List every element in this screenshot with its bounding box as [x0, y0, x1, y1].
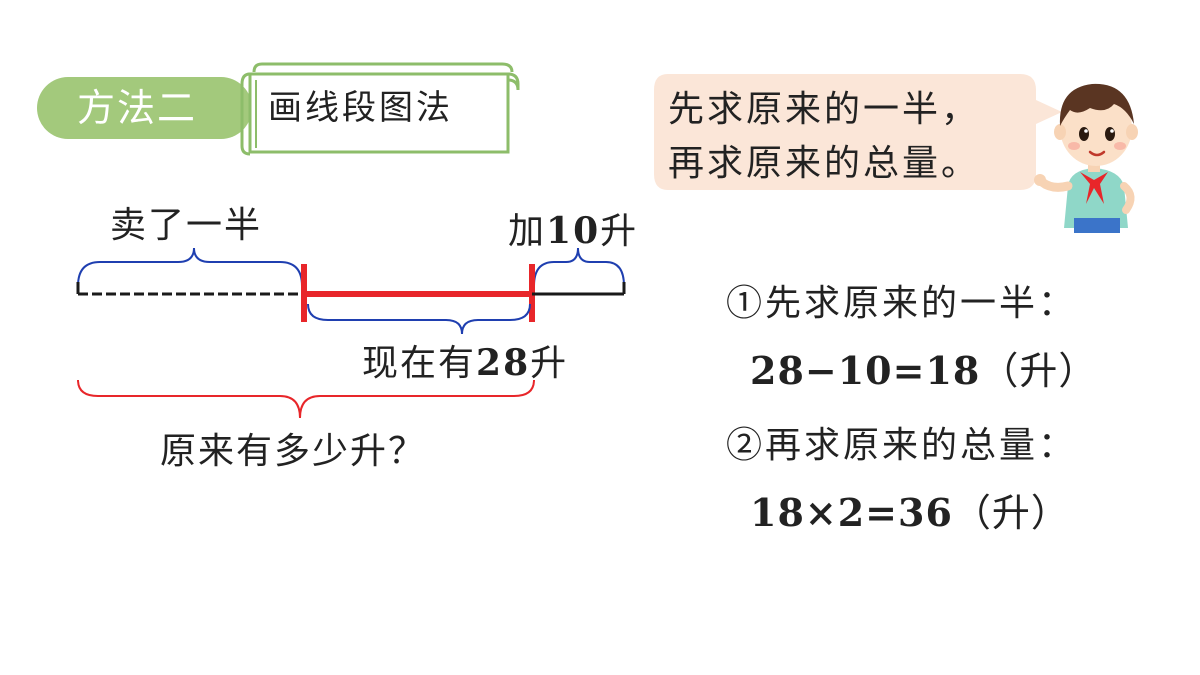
step-1-calculation: 28−10=18（升）: [750, 348, 1098, 393]
step-1-heading: ①先求原来的一半：: [726, 283, 1078, 324]
brace-added-10: [533, 247, 625, 287]
speech-line-2: 再求原来的总量。: [668, 143, 981, 184]
speech-line-1: 先求原来的一半，: [668, 89, 981, 130]
label-question: 原来有多少升？: [160, 431, 427, 472]
brace-sold-half: [77, 247, 303, 287]
speech-bubble: [654, 74, 1062, 190]
line-segment-diagram: [76, 247, 626, 419]
method-title: 画线段图法: [268, 88, 453, 128]
label-add-10: 加10升: [508, 210, 639, 252]
scroll-banner: [240, 62, 520, 156]
boy-character: [1034, 83, 1138, 233]
brace-original-total: [77, 379, 535, 419]
method-label: 方法二: [37, 77, 252, 139]
step-2-heading: ②再求原来的总量：: [726, 425, 1078, 466]
label-sold-half: 卖了一半: [110, 205, 263, 246]
label-now-28: 现在有28升: [362, 342, 569, 384]
step-2-calculation: 18×2=36（升）: [750, 490, 1070, 535]
brace-now-28: [307, 303, 531, 335]
